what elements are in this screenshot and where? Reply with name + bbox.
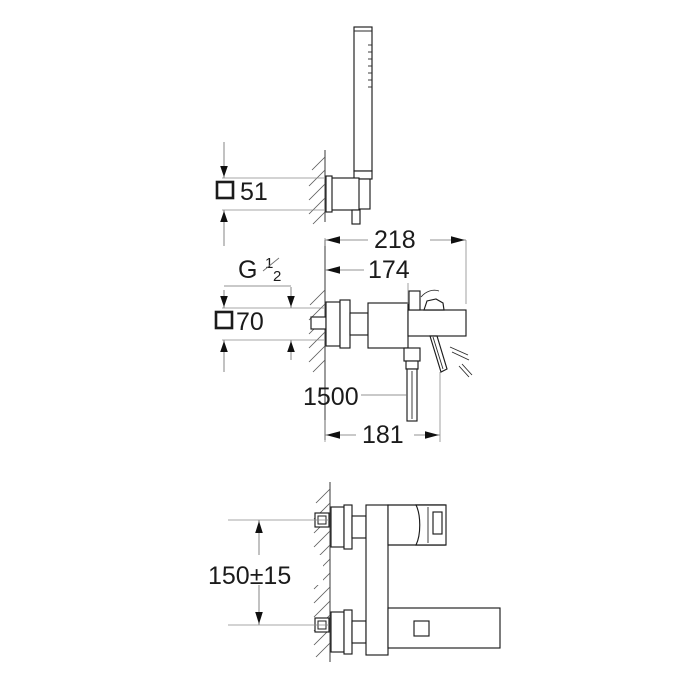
arrow-150-top	[255, 521, 263, 533]
arrow-70-outer-top	[220, 296, 228, 307]
arrow-174-left	[326, 266, 340, 274]
arrow-51-bottom	[220, 211, 228, 222]
top-view-hand-shower: 51	[215, 26, 373, 246]
mixer-top-stud	[408, 290, 421, 311]
body-side-detail	[449, 346, 473, 378]
square-symbol-70	[214, 310, 234, 330]
arrow-218-right	[451, 236, 465, 244]
dimension-70: 70	[214, 287, 324, 372]
dimension-label-1500: 1500	[303, 383, 359, 411]
outlet-aerator-square	[413, 620, 430, 637]
dimension-label-51: 51	[240, 178, 268, 206]
dimension-51: 51	[215, 142, 324, 246]
dimension-1500: 1500	[303, 383, 407, 411]
dimension-label-g: G	[238, 256, 257, 284]
dimension-label-218: 218	[374, 226, 416, 254]
dimension-218: 218	[324, 226, 467, 304]
dimension-150-15: 150±15	[205, 519, 329, 626]
shower-hose	[406, 368, 418, 422]
dimension-181: 181	[324, 372, 441, 449]
mixer-escutcheon	[310, 299, 351, 349]
mixer-neck	[349, 312, 369, 336]
dimension-label-150-15: 150±15	[208, 562, 291, 590]
escutcheon-flange	[325, 301, 341, 347]
dimension-label-g-numerator: 1	[265, 255, 273, 272]
mixer-outlet-spout	[387, 607, 501, 649]
dimension-g-half: G 1 2	[224, 255, 291, 287]
middle-view-mixer: 218 174 70	[214, 226, 473, 449]
dimension-174: 174	[325, 256, 426, 304]
arrow-70-inner-top	[287, 296, 295, 307]
inlet-connector	[310, 316, 327, 330]
mixer-lever-handle	[429, 335, 448, 373]
bottom-view-mixer-front: 150±15	[205, 482, 501, 662]
mixer-body-block	[367, 302, 409, 349]
arrow-181-left	[326, 431, 340, 439]
arrow-51-top	[220, 166, 228, 177]
hand-shower-wall-bracket	[325, 175, 361, 225]
shower-spray-ticks	[368, 44, 372, 88]
dimension-label-181: 181	[362, 421, 404, 449]
upper-escutcheon	[330, 504, 367, 550]
hose-outlet-stub	[403, 347, 421, 370]
arrow-70-inner-bottom	[287, 341, 295, 352]
hand-shower-stick	[353, 26, 373, 210]
lower-escutcheon	[330, 609, 367, 655]
arrow-150-bottom	[255, 612, 263, 624]
fraction-slash	[262, 257, 280, 272]
mixer-body-column	[365, 504, 389, 656]
mixer-cartridge-housing	[407, 309, 467, 337]
dimension-label-174: 174	[368, 256, 410, 284]
mixer-lever-handle-front	[415, 504, 447, 546]
lever-pivot-boss	[423, 298, 445, 311]
arrow-70-outer-bottom	[220, 341, 228, 352]
square-symbol-51	[215, 180, 235, 200]
dimension-label-70: 70	[236, 308, 264, 336]
lever-swing-arc	[420, 289, 440, 298]
dimension-label-g-denominator: 2	[273, 268, 281, 285]
escutcheon-cap	[339, 299, 351, 349]
arrow-181-right	[425, 431, 439, 439]
arrow-218-left	[326, 236, 340, 244]
